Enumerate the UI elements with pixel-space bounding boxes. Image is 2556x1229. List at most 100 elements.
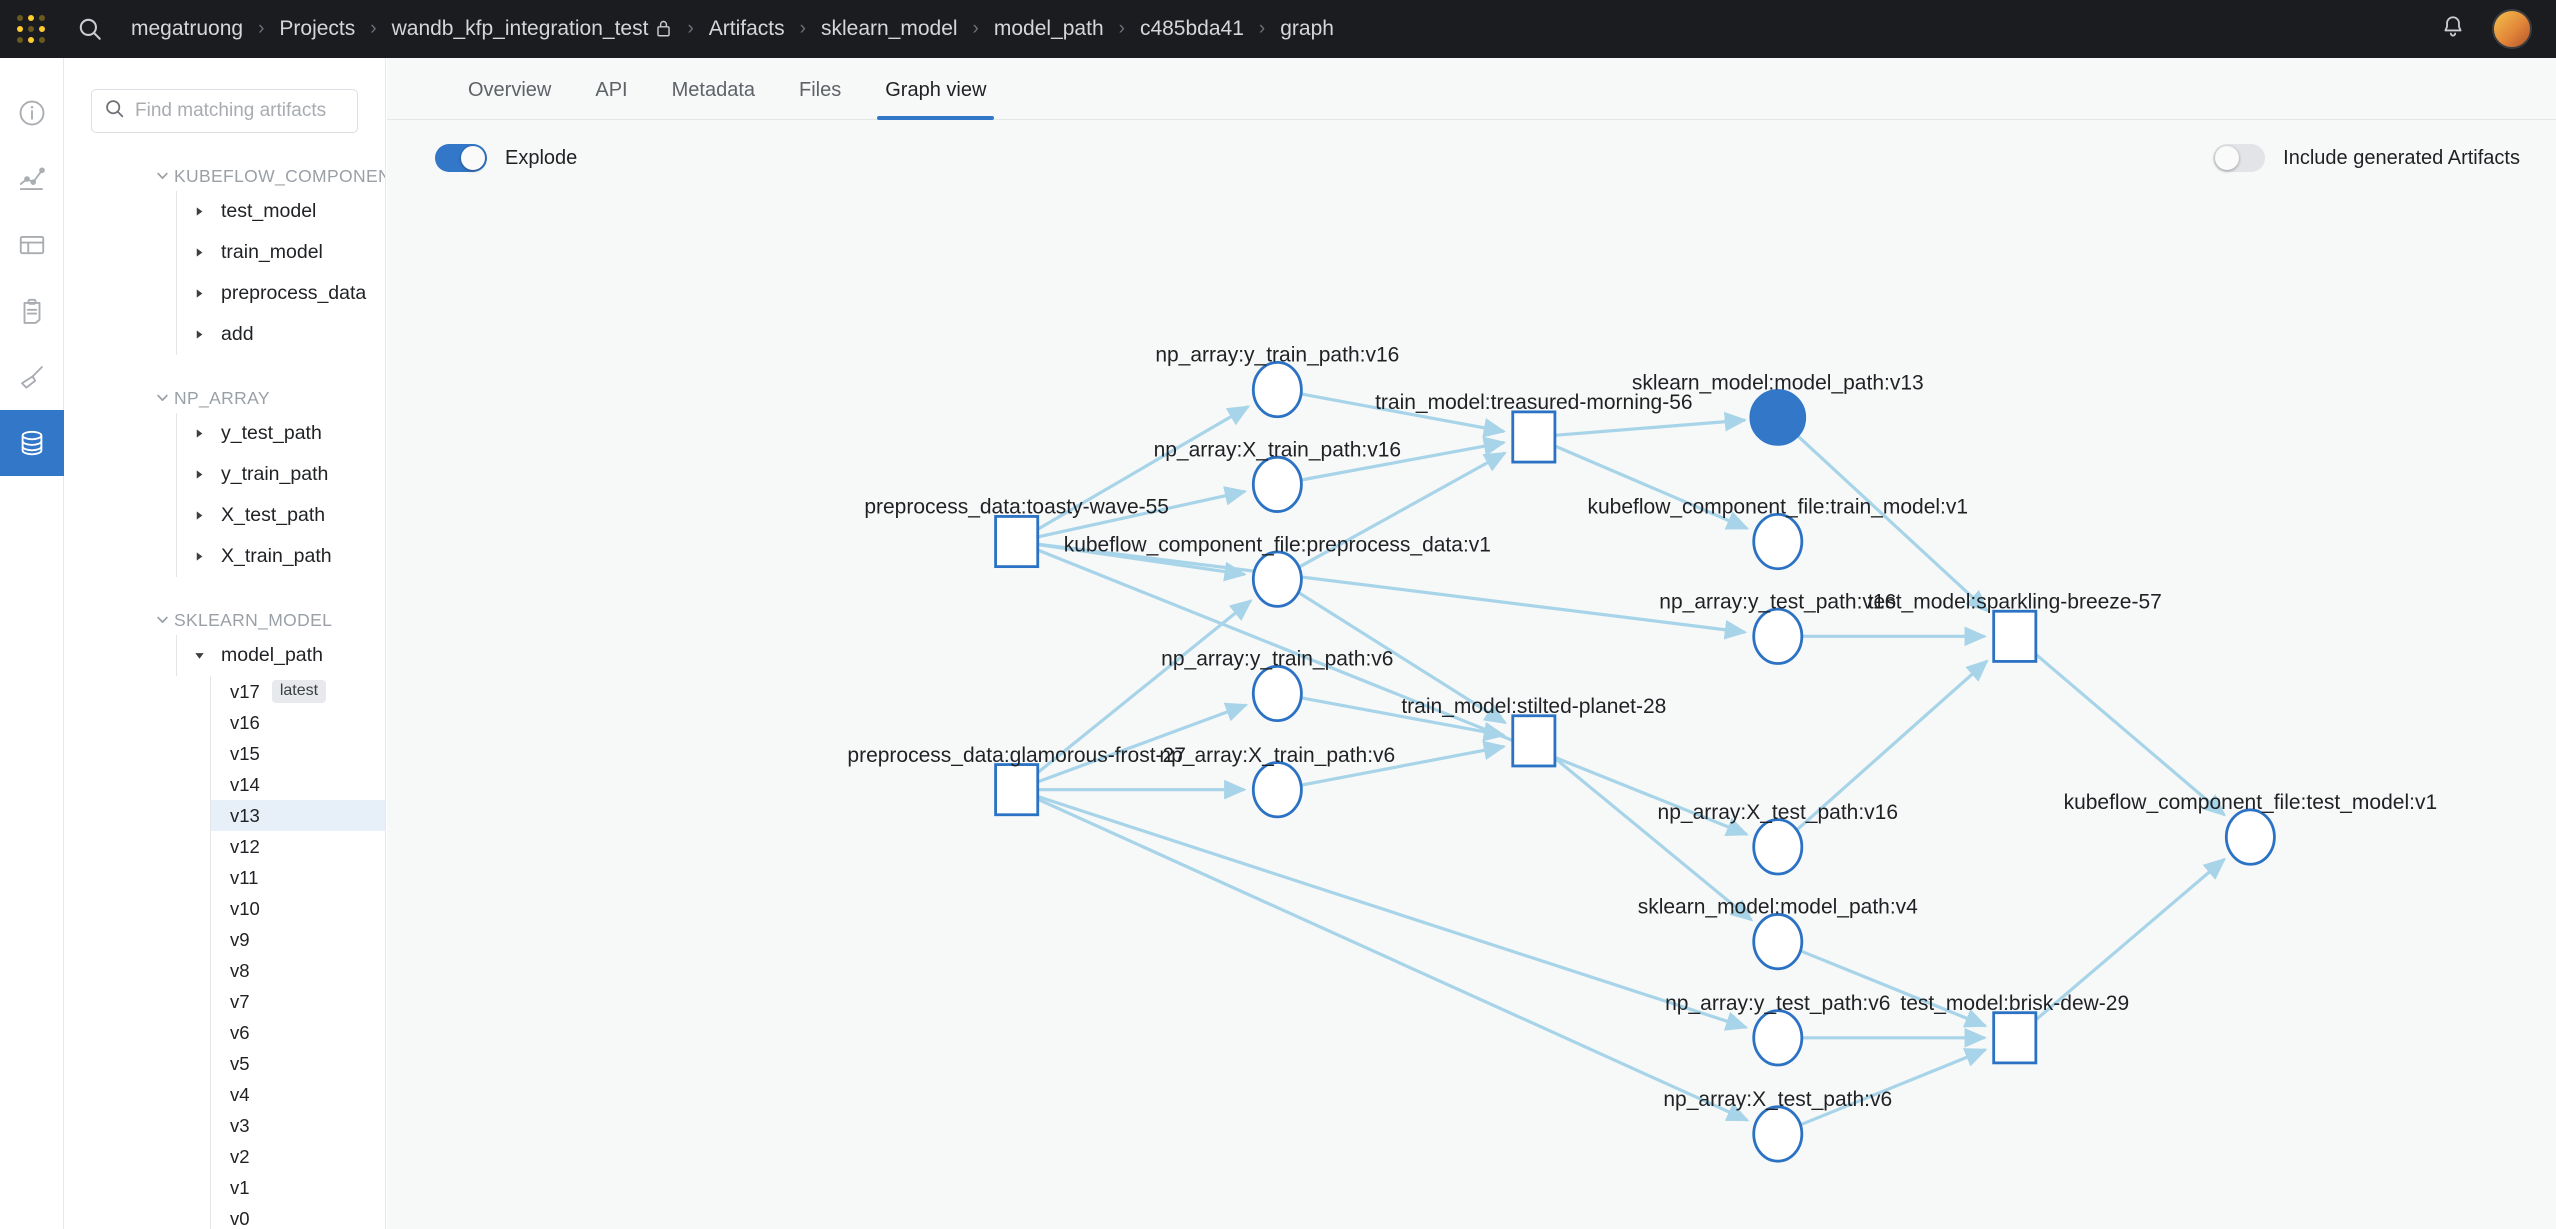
search-input[interactable] <box>135 100 345 122</box>
explode-toggle[interactable]: Explode <box>435 144 577 172</box>
artifact-node-shape[interactable] <box>1251 761 1303 819</box>
tree-item-train-model[interactable]: train_model <box>177 232 385 273</box>
tree-item-test-model[interactable]: test_model <box>177 191 385 232</box>
version-item-v0[interactable]: v0 <box>211 1203 385 1229</box>
include-generated-artifacts-toggle[interactable]: Include generated Artifacts <box>2213 144 2520 172</box>
version-item-v1[interactable]: v1 <box>211 1172 385 1203</box>
graph-node-np-array-y-train-path-v16[interactable]: np_array:y_train_path:v16 <box>1155 344 1399 419</box>
section-header-kubeflow-component-[interactable]: KUBEFLOW_COMPONENT_... <box>64 161 385 191</box>
avatar[interactable] <box>2492 9 2532 49</box>
tab-graph-view[interactable]: Graph view <box>863 79 1008 120</box>
version-item-v7[interactable]: v7 <box>211 986 385 1017</box>
tab-overview[interactable]: Overview <box>446 79 573 119</box>
graph-node-np-array-x-train-path-v6[interactable]: np_array:X_train_path:v6 <box>1159 744 1395 819</box>
tab-api[interactable]: API <box>573 79 649 119</box>
version-item-v14[interactable]: v14 <box>211 769 385 800</box>
notification-bell-icon[interactable] <box>2440 14 2466 45</box>
run-node-shape[interactable] <box>1511 714 1557 768</box>
tab-files[interactable]: Files <box>777 79 863 119</box>
run-node-shape[interactable] <box>1992 609 2038 663</box>
run-node-shape[interactable] <box>1511 410 1557 464</box>
graph-node-kubeflow-component-file-preprocess-data-v1[interactable]: kubeflow_component_file:preprocess_data:… <box>1064 533 1491 608</box>
version-item-v12[interactable]: v12 <box>211 831 385 862</box>
version-item-v13[interactable]: v13 <box>211 800 385 831</box>
table-icon[interactable] <box>0 212 64 278</box>
tree-item-add[interactable]: add <box>177 314 385 355</box>
database-icon[interactable] <box>0 410 64 476</box>
artifact-node-shape[interactable] <box>1251 361 1303 419</box>
graph-edge <box>1300 392 1507 438</box>
clipboard-icon[interactable] <box>0 278 64 344</box>
version-item-v4[interactable]: v4 <box>211 1079 385 1110</box>
version-label: v2 <box>230 1145 250 1167</box>
tab-metadata[interactable]: Metadata <box>650 79 777 119</box>
graph-node-np-array-y-test-path-v6[interactable]: np_array:y_test_path:v6 <box>1665 992 1890 1067</box>
search-icon[interactable] <box>62 16 118 42</box>
graph-node-np-array-y-train-path-v6[interactable]: np_array:y_train_path:v6 <box>1161 648 1393 723</box>
tree-item-y-test-path[interactable]: y_test_path <box>177 413 385 454</box>
graph-node-sklearn-model-model-path-v13[interactable]: sklearn_model:model_path:v13 <box>1632 372 1924 446</box>
breadcrumb-item-projects[interactable]: Projects <box>266 17 368 41</box>
tree-item-x-train-path[interactable]: X_train_path <box>177 536 385 577</box>
tree-item-model-path[interactable]: model_path <box>177 635 385 676</box>
graph-node-kubeflow-component-file-test-model-v1[interactable]: kubeflow_component_file:test_model:v1 <box>2064 791 2438 866</box>
artifact-node-shape[interactable] <box>1752 1009 1804 1067</box>
version-item-v6[interactable]: v6 <box>211 1017 385 1048</box>
version-item-v11[interactable]: v11 <box>211 862 385 893</box>
version-item-v9[interactable]: v9 <box>211 924 385 955</box>
explode-toggle-switch[interactable] <box>435 144 487 172</box>
tree-item-x-test-path[interactable]: X_test_path <box>177 495 385 536</box>
graph-node-np-array-x-test-path-v6[interactable]: np_array:X_test_path:v6 <box>1663 1088 1892 1163</box>
info-circle-icon[interactable] <box>0 80 64 146</box>
version-item-v3[interactable]: v3 <box>211 1110 385 1141</box>
graph-node-preprocess-data-glamorous-frost-27[interactable]: preprocess_data:glamorous-frost-27 <box>847 744 1186 817</box>
artifact-node-shape[interactable] <box>1251 455 1303 513</box>
run-node-shape[interactable] <box>994 515 1040 569</box>
line-chart-icon[interactable] <box>0 146 64 212</box>
section-header-np-array[interactable]: NP_ARRAY <box>64 383 385 413</box>
search-artifacts-box[interactable] <box>91 89 358 133</box>
include-generated-artifacts-switch[interactable] <box>2213 144 2266 172</box>
breadcrumb-item-wandb-kfp-integration-test[interactable]: wandb_kfp_integration_test <box>379 17 686 41</box>
artifact-node-shape[interactable] <box>1752 913 1804 971</box>
breadcrumb-item-sklearn-model[interactable]: sklearn_model <box>808 17 971 41</box>
version-item-v8[interactable]: v8 <box>211 955 385 986</box>
run-node-shape[interactable] <box>1992 1011 2038 1065</box>
breadcrumb-item-artifacts[interactable]: Artifacts <box>696 17 798 41</box>
artifact-node-shape[interactable] <box>1251 550 1303 608</box>
breadcrumb-item-megatruong[interactable]: megatruong <box>118 17 256 41</box>
graph-node-test-model-brisk-dew-29[interactable]: test_model:brisk-dew-29 <box>1900 992 2129 1065</box>
graph-node-preprocess-data-toasty-wave-55[interactable]: preprocess_data:toasty-wave-55 <box>864 496 1169 569</box>
artifact-node-shape[interactable] <box>1752 1105 1804 1163</box>
graph-node-np-array-x-train-path-v16[interactable]: np_array:X_train_path:v16 <box>1154 438 1402 513</box>
artifact-node-shape[interactable] <box>1752 607 1804 665</box>
graph-node-train-model-treasured-morning-56[interactable]: train_model:treasured-morning-56 <box>1375 391 1693 464</box>
artifact-node-shape[interactable] <box>2224 808 2276 866</box>
breadcrumb-item-graph[interactable]: graph <box>1267 17 1347 41</box>
apps-grid-icon[interactable] <box>0 15 62 43</box>
graph-node-sklearn-model-model-path-v4[interactable]: sklearn_model:model_path:v4 <box>1638 896 1918 971</box>
version-item-v5[interactable]: v5 <box>211 1048 385 1079</box>
artifact-node-shape[interactable] <box>1251 664 1303 723</box>
graph-node-train-model-stilted-planet-28[interactable]: train_model:stilted-planet-28 <box>1401 695 1666 768</box>
tree-item-y-train-path[interactable]: y_train_path <box>177 454 385 495</box>
graph-node-kubeflow-component-file-train-model-v1[interactable]: kubeflow_component_file:train_model:v1 <box>1587 496 1968 571</box>
broom-icon[interactable] <box>0 344 64 410</box>
artifact-node-shape[interactable] <box>1752 818 1804 876</box>
version-item-v10[interactable]: v10 <box>211 893 385 924</box>
breadcrumb-item-model-path[interactable]: model_path <box>981 17 1117 41</box>
section-header-sklearn-model[interactable]: SKLEARN_MODEL <box>64 605 385 635</box>
version-item-v2[interactable]: v2 <box>211 1141 385 1172</box>
artifact-node-shape[interactable] <box>1749 389 1807 446</box>
version-item-v15[interactable]: v15 <box>211 738 385 769</box>
run-node-shape[interactable] <box>994 763 1040 817</box>
graph-node-np-array-x-test-path-v16[interactable]: np_array:X_test_path:v16 <box>1658 801 1899 876</box>
graph-node-np-array-y-test-path-v16[interactable]: np_array:y_test_path:v16 <box>1659 590 1896 665</box>
tree-item-preprocess-data[interactable]: preprocess_data <box>177 273 385 314</box>
version-item-v16[interactable]: v16 <box>211 707 385 738</box>
artifact-node-shape[interactable] <box>1752 512 1804 571</box>
breadcrumb-item-c485bda41[interactable]: c485bda41 <box>1127 17 1257 41</box>
graph-node-test-model-sparkling-breeze-57[interactable]: test_model:sparkling-breeze-57 <box>1868 590 2162 663</box>
